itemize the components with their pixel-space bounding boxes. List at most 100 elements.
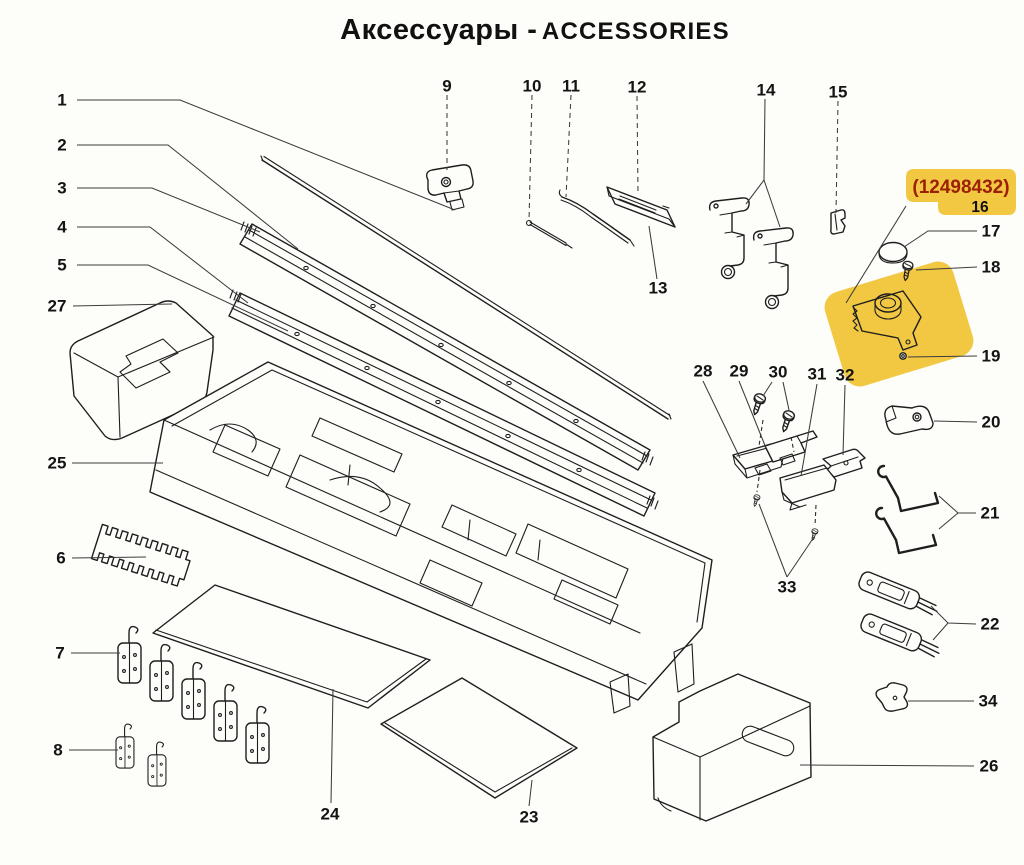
plate-parts-12-13-drawing: [606, 186, 676, 228]
leader-18: [915, 266, 978, 271]
leader-33-1: [786, 536, 815, 578]
highlight-part-16: (12498432) 16: [824, 169, 1016, 387]
callout-33: 33: [778, 578, 797, 597]
tray-part-25-drawing: [149, 361, 713, 714]
highlighted-part-number: (12498432): [912, 177, 1009, 198]
cover-part-26-drawing: [652, 673, 812, 822]
leader-5: [77, 264, 289, 332]
tray-compartments: [209, 417, 629, 625]
callout-1: 1: [57, 91, 66, 110]
callout-16: 16: [971, 199, 989, 216]
leader-33: [758, 503, 788, 578]
leader-15: [835, 100, 839, 214]
rail-parts-4-5-drawing: [228, 289, 659, 517]
leader-14: [763, 98, 766, 181]
leader-6: [71, 556, 147, 559]
bracket-plate-part-16-drawing: [852, 290, 922, 351]
callout-29: 29: [730, 362, 749, 381]
callout-26: 26: [980, 757, 999, 776]
leader-32: [842, 384, 846, 456]
highlight-swatch: [824, 261, 974, 387]
leader-12: [636, 95, 639, 195]
leader-2: [77, 144, 299, 250]
callout-28: 28: [694, 362, 713, 381]
callout-15: 15: [829, 83, 848, 102]
rod-part-1-drawing: [260, 155, 672, 420]
washer-part-19-drawing: [899, 352, 907, 360]
callout-22: 22: [981, 615, 1000, 634]
callout-19: 19: [982, 347, 1001, 366]
leader-24: [330, 688, 334, 804]
keys-part-22-drawing: [856, 569, 944, 662]
clip-part-34-drawing: [875, 682, 909, 712]
leader-3: [77, 187, 261, 233]
leader-10: [528, 94, 533, 222]
cover-part-27-drawing: [69, 300, 215, 441]
needle-part-10-drawing: [525, 219, 573, 249]
callout-9: 9: [442, 77, 451, 96]
clip-part-20-drawing: [884, 405, 934, 435]
leader-17: [903, 230, 977, 248]
callout-4: 4: [57, 218, 67, 237]
callout-12: 12: [628, 78, 647, 97]
claw-weights-part-8-drawing: [115, 723, 167, 787]
callout-5: 5: [57, 256, 66, 275]
leader-19: [907, 355, 978, 358]
callout-24: 24: [321, 805, 340, 824]
leader-21-1: [938, 512, 959, 530]
callout-17: 17: [982, 222, 1001, 241]
callout-20: 20: [982, 413, 1001, 432]
rail-parts-2-3-drawing: [239, 221, 654, 471]
leader-16: [845, 205, 907, 304]
callout-2: 2: [57, 136, 66, 155]
callout-21: 21: [981, 504, 1000, 523]
leader-28: [702, 380, 741, 459]
leader-22-1: [932, 622, 949, 641]
callout-32: 32: [836, 366, 855, 385]
sheet-part-24-drawing: [152, 584, 431, 709]
callout-30: 30: [769, 363, 788, 382]
title-english: ACCESSORIES: [541, 18, 730, 45]
leader-23: [528, 779, 533, 807]
callout-13: 13: [649, 279, 668, 298]
leader-21: [938, 495, 976, 514]
disc-part-17-drawing: [878, 241, 908, 264]
callout-27: 27: [48, 297, 67, 316]
callout-7: 7: [55, 644, 64, 663]
leader-26: [799, 764, 975, 767]
title-russian: Аксессуары -: [340, 14, 538, 46]
leader-14-1: [745, 179, 765, 205]
leader-14-2: [763, 179, 781, 228]
callout-3: 3: [57, 179, 66, 198]
callout-34: 34: [979, 692, 998, 711]
callout-8: 8: [53, 741, 62, 760]
callout-31: 31: [808, 365, 827, 384]
leader-20: [933, 420, 978, 423]
wire-hooks-part-21-drawing: [875, 464, 940, 555]
leader-31: [800, 383, 818, 477]
callout-23: 23: [520, 808, 539, 827]
leader-30-1: [782, 381, 790, 411]
assembly-parts-28-33-drawing: [732, 391, 866, 542]
clamps-part-14-drawing: [708, 197, 794, 310]
sheet-part-23-drawing: [380, 677, 578, 799]
callout-18: 18: [982, 258, 1001, 277]
leader-29: [738, 380, 767, 449]
bracket-part-9-drawing: [425, 164, 474, 211]
callout-14: 14: [757, 81, 776, 100]
callout-11: 11: [562, 77, 580, 96]
leader-1: [77, 99, 456, 211]
leader-22: [930, 605, 977, 625]
leader-11: [565, 94, 572, 198]
latch-tool-part-11-drawing: [558, 189, 635, 247]
leader-13: [648, 225, 658, 280]
page-title: Аксессуары - ACCESSORIES: [340, 14, 730, 47]
leader-4: [77, 226, 249, 304]
leader-27: [72, 303, 173, 307]
callout-6: 6: [56, 549, 65, 568]
clip-part-15-drawing: [830, 209, 846, 235]
callout-25: 25: [48, 454, 67, 473]
